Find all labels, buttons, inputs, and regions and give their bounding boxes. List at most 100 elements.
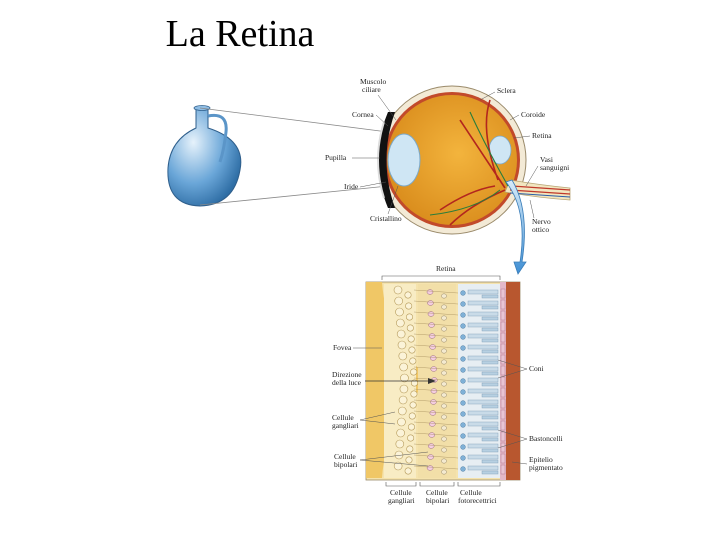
ganglion-cell: [400, 373, 409, 383]
ganglion-cell: [398, 351, 408, 361]
photoreceptor-segment: [481, 349, 499, 354]
photoreceptor-nucleus: [460, 378, 466, 384]
photoreceptor-nucleus: [460, 422, 466, 428]
zoom-arrow: [505, 179, 527, 275]
photoreceptor-segment: [467, 443, 499, 449]
photoreceptor-segment: [467, 333, 499, 339]
bipolar-cell: [441, 469, 447, 475]
photoreceptor-segment: [467, 289, 499, 295]
ganglion-cell: [394, 296, 403, 306]
label-muscolo-1: Muscolo: [360, 77, 387, 86]
flask-icon: [167, 105, 242, 207]
label-direzione-1: Direzione: [332, 370, 362, 379]
eye-illustration: [377, 85, 571, 235]
ganglion-cell: [395, 307, 404, 317]
label-vasi-1: Vasi: [540, 155, 553, 164]
bipolar-cell: [441, 348, 447, 354]
bipolar-cell: [441, 359, 447, 365]
neural-fiber: [413, 344, 459, 349]
label-bipolari-1: Cellule: [334, 452, 356, 461]
bipolar-cell: [441, 436, 447, 442]
label-gangliari-1: Cellule: [332, 413, 354, 422]
ganglion-cell: [404, 467, 412, 475]
label-epitelio-2: pigmentato: [529, 463, 563, 472]
photoreceptor-nucleus: [460, 323, 466, 329]
ganglion-cell: [405, 313, 413, 321]
bipolar-cell: [441, 293, 447, 299]
photoreceptor-nucleus: [460, 312, 466, 318]
photoreceptor-segment: [481, 305, 499, 310]
label-bastoncelli: Bastoncelli: [529, 434, 563, 443]
retina-cells: [393, 285, 506, 475]
bipolar-cell: [441, 326, 447, 332]
photoreceptor-segment: [481, 327, 499, 332]
photoreceptor-segment: [467, 421, 499, 427]
ganglion-cell: [406, 445, 414, 453]
neural-fiber: [413, 355, 459, 360]
label-nervo-1: Nervo: [532, 217, 551, 226]
neural-fiber: [413, 465, 459, 470]
photoreceptor-segment: [481, 393, 499, 398]
ganglion-cell: [408, 346, 416, 354]
ganglion-cell: [409, 357, 417, 365]
photoreceptor-nucleus: [460, 466, 466, 472]
bipolar-cell: [428, 322, 435, 328]
label-pupilla: Pupilla: [325, 153, 347, 162]
label-coroide: Coroide: [521, 110, 546, 119]
photoreceptor-segment: [481, 459, 499, 464]
photoreceptor-segment: [481, 316, 499, 321]
photoreceptor-segment: [467, 454, 499, 460]
neural-fiber: [413, 421, 459, 426]
ganglion-cell: [399, 384, 409, 394]
neural-fiber: [413, 300, 459, 305]
ganglion-cell: [410, 368, 418, 376]
label-sclera: Sclera: [497, 86, 516, 95]
bipolar-cell: [427, 300, 434, 306]
photoreceptor-segment: [467, 355, 499, 361]
photoreceptor-nucleus: [460, 301, 466, 307]
photoreceptor-segment: [481, 426, 499, 431]
ganglion-cell: [393, 285, 403, 295]
neural-fiber: [413, 377, 459, 382]
label-bottom-gangliari-2: gangliari: [388, 496, 415, 505]
epithelium-cell: [500, 354, 506, 365]
ganglion-cell: [396, 428, 405, 438]
neural-fiber: [413, 322, 459, 327]
photoreceptor-segment: [467, 311, 499, 317]
label-iride: Iride: [344, 182, 359, 191]
ganglion-cell: [410, 390, 418, 398]
ganglion-cell: [404, 291, 412, 299]
photoreceptor-segment: [467, 344, 499, 350]
photoreceptor-nucleus: [460, 455, 466, 461]
epithelium-cell: [500, 409, 506, 420]
bipolar-cell: [429, 421, 436, 427]
neural-fiber: [413, 311, 459, 316]
photoreceptor-segment: [481, 382, 499, 387]
bipolar-cell: [426, 289, 434, 295]
label-retina-eye: Retina: [532, 131, 552, 140]
photoreceptor-segment: [467, 322, 499, 328]
bipolar-cell: [441, 370, 447, 376]
label-muscolo-2: ciliare: [362, 85, 381, 94]
bipolar-cell: [441, 337, 447, 343]
epithelium-cell: [500, 431, 506, 442]
photoreceptor-segment: [481, 415, 499, 420]
photoreceptor-nucleus: [460, 345, 466, 351]
neural-fiber: [413, 454, 459, 459]
neural-fiber: [413, 366, 459, 371]
label-cristallino: Cristallino: [370, 214, 402, 223]
bipolar-cell: [427, 454, 434, 460]
ganglion-cell: [405, 456, 413, 464]
epithelium-cell: [500, 332, 506, 343]
photoreceptor-nucleus: [460, 389, 466, 395]
epithelium-cell: [500, 299, 506, 310]
bipolar-cell: [441, 458, 447, 464]
epithelium-cell: [500, 343, 506, 354]
neural-fiber: [413, 289, 459, 294]
neural-fiber: [413, 443, 459, 448]
bipolar-cell: [429, 344, 436, 350]
bipolar-cell: [428, 432, 435, 438]
ganglion-cell: [399, 362, 408, 372]
ganglion-cell: [407, 335, 415, 343]
label-epitelio-1: Epitelio: [529, 455, 553, 464]
